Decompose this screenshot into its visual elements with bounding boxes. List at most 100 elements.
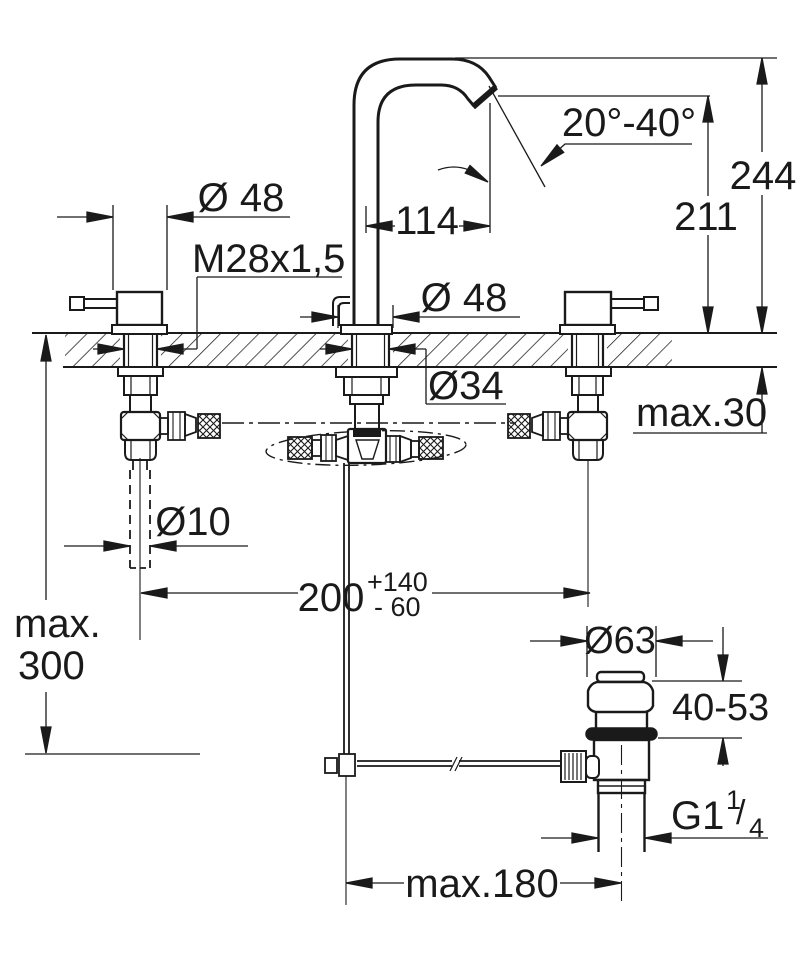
arrowhead — [464, 164, 489, 183]
dimension-waste-diameter — [530, 626, 713, 677]
left-valve-washer — [117, 366, 164, 377]
spout-shank — [350, 334, 391, 367]
waste-dome — [586, 680, 655, 714]
arrowhead — [388, 343, 416, 355]
spout-outlet-face — [471, 84, 498, 110]
dim-label-waste-thread: G1 — [671, 794, 724, 838]
arrowhead — [594, 877, 622, 889]
arrowhead — [655, 635, 683, 647]
arrowhead — [40, 334, 52, 362]
hose-detail-ellipse — [265, 429, 467, 467]
left-valve-tube — [129, 394, 152, 413]
right-valve-nut — [571, 375, 604, 396]
dim-label-deck-thickness: max.30 — [636, 391, 767, 435]
spout-flange — [340, 324, 393, 335]
left-valve-flange — [111, 324, 168, 335]
arrowhead — [149, 540, 177, 552]
dim-label-max-depth-value: 300 — [18, 644, 85, 688]
dim-label-spout-reach: 114 — [395, 199, 459, 243]
dim-label-spacing: 200 — [298, 576, 365, 620]
dimension-spout-reach — [365, 103, 491, 233]
dim-label-thread: M28x1,5 — [192, 237, 345, 281]
arrowhead — [571, 832, 599, 844]
dimension-rod-diameter — [64, 540, 248, 552]
right-valve-block — [566, 410, 609, 442]
dimension-hole-diameter — [320, 343, 506, 405]
arrowhead — [140, 587, 168, 599]
arrowhead — [40, 726, 52, 754]
arrowhead — [702, 306, 714, 334]
right-valve-shank — [570, 334, 605, 367]
right-valve-bottom-nut — [572, 439, 604, 461]
waste-knob-link — [585, 755, 600, 779]
spout — [332, 57, 498, 430]
dim-label-spacing-minus: - 60 — [374, 592, 421, 622]
arrowhead — [156, 343, 184, 355]
supply-hoses — [222, 422, 516, 467]
hose-left — [287, 434, 349, 462]
arrowhead — [392, 311, 420, 323]
right-valve-body — [563, 290, 613, 327]
spout-washer — [335, 366, 398, 378]
arrowhead — [717, 737, 729, 765]
arrowhead — [644, 832, 672, 844]
waste-plug-cap — [595, 670, 646, 684]
hose-right-braid — [418, 436, 444, 460]
right-valve-lever-tip — [643, 296, 659, 311]
left-valve-hose-fittings — [159, 411, 221, 441]
spout-step — [349, 394, 384, 405]
arrowhead — [702, 95, 714, 123]
rod-break-mark — [449, 756, 458, 772]
right-valve-lever — [610, 298, 645, 309]
dim-label-waste-diameter: Ø63 — [584, 620, 656, 662]
left-valve-shank — [122, 334, 159, 367]
arrowhead — [365, 220, 393, 232]
pop-up-rod — [324, 463, 562, 905]
arrowhead — [540, 143, 565, 167]
arrowhead — [563, 587, 591, 599]
left-valve-block — [119, 410, 162, 442]
dimension-height-244 — [455, 57, 777, 334]
arrowhead — [345, 877, 373, 889]
arrowhead — [756, 57, 768, 85]
dim-label-spout-angle: 20°-40° — [562, 101, 696, 145]
left-valve-bottom-nut — [124, 439, 157, 461]
spout-lower-tube — [354, 403, 380, 430]
left-valve-body — [115, 290, 164, 327]
right-valve-hose-fittings — [507, 411, 569, 441]
right-valve-tube — [577, 394, 599, 413]
spout-nut — [343, 376, 390, 396]
arrowhead — [717, 654, 729, 682]
dim-label-spout-base-diameter: Ø 48 — [421, 276, 508, 320]
right-valve-hose-braid — [507, 413, 531, 439]
arrowhead — [166, 211, 194, 223]
arrowhead — [103, 540, 131, 552]
left-valve-lever-tip — [69, 296, 85, 311]
arrowhead — [560, 635, 588, 647]
hose-left-braid — [287, 436, 313, 460]
spout-outer-edge — [352, 57, 498, 327]
dim-label-waste-height: 40-53 — [672, 687, 769, 729]
dimension-height-211 — [498, 95, 714, 334]
dimension-spout-base-diameter — [300, 305, 520, 328]
dim-label-height-211: 211 — [674, 195, 738, 239]
dim-label-waste-thread-slash: / — [736, 794, 746, 832]
dimension-waste-height — [652, 627, 742, 766]
dim-label-rod-reach: max.180 — [405, 862, 558, 906]
dimension-spout-angle — [488, 85, 692, 188]
dim-label-left-valve-diameter: Ø 48 — [198, 176, 285, 220]
left-valve-hose-braid — [197, 413, 221, 439]
arrowhead — [97, 343, 125, 355]
rod-clamp — [338, 753, 356, 777]
dim-label-spacing-plus: +140 — [367, 567, 428, 597]
waste-flange — [585, 727, 658, 741]
dimension-waste-thread — [541, 832, 768, 844]
left-valve-lever — [83, 298, 118, 309]
dim-label-waste-thread-denominator: 4 — [749, 813, 764, 843]
dimension-thread-callout — [93, 276, 342, 355]
pop-up-waste — [560, 670, 658, 902]
left-valve — [69, 290, 221, 640]
dimension-rod-reach — [345, 877, 622, 889]
